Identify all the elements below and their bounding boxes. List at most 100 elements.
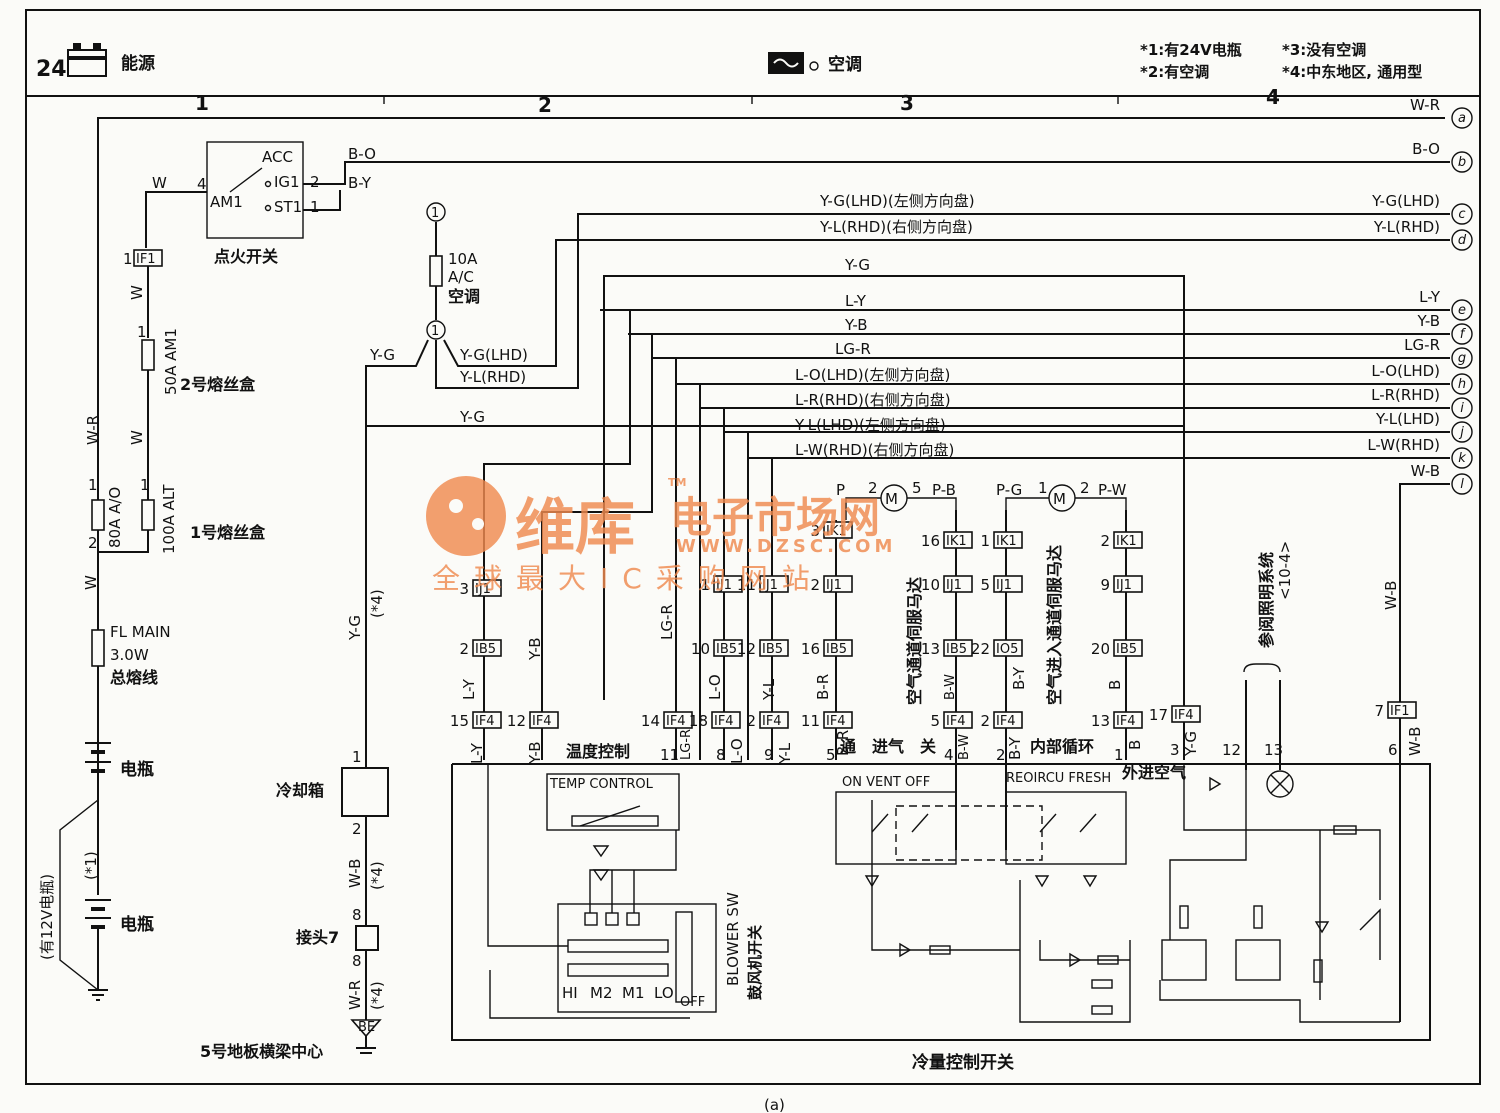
svg-text:电子市场网: 电子市场网 <box>670 493 880 542</box>
junction-7 <box>355 925 379 951</box>
svg-text:Y-L: Y-L <box>760 678 778 701</box>
svg-text:(*4): (*4) <box>368 861 386 890</box>
svg-text:W: W <box>82 575 100 590</box>
temp-control-label-cn: 温度控制 <box>565 742 630 761</box>
intake-servo-label: 空气进入通道伺服马达 <box>1045 545 1064 705</box>
svg-text:W-R: W-R <box>346 980 364 1010</box>
column-1: 1 <box>195 91 209 115</box>
svg-text:M: M <box>1053 490 1066 508</box>
right-wire-refs: W-RaB-ObY-G(LHD)cY-L(RHD)dL-YeY-BfLG-RgL… <box>600 96 1473 700</box>
svg-text:P-G: P-G <box>996 481 1022 499</box>
svg-text:W-B: W-B <box>1382 581 1400 610</box>
column-3: 3 <box>900 91 914 115</box>
resistors <box>929 825 1357 1015</box>
svg-text:1: 1 <box>1114 746 1124 764</box>
cooler-path: Y-G Y-G (*4) 1 冷却箱 2 W-B (*4) 8 接头7 8 W-… <box>200 408 1184 1061</box>
svg-text:L-O(LHD)(左侧方向盘): L-O(LHD)(左侧方向盘) <box>795 366 950 384</box>
svg-text:5: 5 <box>912 479 922 497</box>
svg-text:1: 1 <box>1038 479 1048 497</box>
connector-pin: 7 <box>1374 702 1384 720</box>
ignition-switch <box>206 141 304 239</box>
wire-ref-c: Y-G(LHD)c <box>1371 192 1473 225</box>
connector-code: IF4 <box>1116 714 1136 729</box>
blower-switch-label-en: BLOWER SW <box>724 892 742 986</box>
svg-text:Y-B: Y-B <box>526 741 544 765</box>
svg-text:FL MAIN: FL MAIN <box>110 623 171 641</box>
watermark-logo-icon <box>426 476 506 556</box>
ground-be-label: 5号地板横梁中心 <box>200 1042 323 1061</box>
svg-text:80A A/O: 80A A/O <box>106 487 124 548</box>
ac-control-panel: 温度控制 TEMP CONTROL 通 进气 关 ON VENT OFF 内部循… <box>451 737 1431 1073</box>
svg-text:IF1: IF1 <box>136 252 156 267</box>
connector-code: IJ1 <box>1116 578 1132 593</box>
wire-ref-k: L-W(RHD)k <box>1367 436 1473 469</box>
svg-text:P: P <box>836 481 845 499</box>
wire-ref-letter: g <box>1458 351 1466 366</box>
connector-code: IF4 <box>996 714 1016 729</box>
svg-text:3.0W: 3.0W <box>110 646 149 664</box>
svg-text:总熔线: 总熔线 <box>110 668 158 687</box>
svg-text:(*1): (*1) <box>82 851 100 880</box>
connector-pin: 11 <box>737 576 756 594</box>
servo-motors: M P 2 5 P-B 空气通道伺服马达 M P-G 1 2 P-W 空气进入通… <box>836 479 1127 705</box>
recirc-label-cn: 内部循环 <box>1030 737 1094 756</box>
battery-1-label: 电瓶 <box>120 759 154 780</box>
svg-text:2: 2 <box>352 820 362 838</box>
vent-servo-label: 空气通道伺服马达 <box>905 577 924 705</box>
wire-ref-circle <box>1451 229 1473 251</box>
svg-text:W-B: W-B <box>346 859 364 888</box>
svg-text:TM: TM <box>668 476 686 489</box>
blower-switch-label-cn: 鼓风机开关 <box>746 925 764 1000</box>
wire-ref-label: Y-L(RHD) <box>1373 218 1440 236</box>
svg-text:LG-R: LG-R <box>658 604 676 640</box>
ac-fuse-section: 1 10A A/C 空调 1 Y-G Y-G(LHD) Y-L(RHD) <box>365 202 1450 770</box>
wire-ref-label: Y-B <box>1416 312 1440 330</box>
wire-ref-circle <box>1451 473 1473 495</box>
indicator-lamp <box>1266 770 1294 798</box>
svg-text:ST1: ST1 <box>274 198 302 216</box>
wire-ref-label: L-O(LHD) <box>1371 362 1440 380</box>
svg-text:B: B <box>1106 680 1124 690</box>
battery-2 <box>85 899 111 929</box>
svg-text:8: 8 <box>716 746 726 764</box>
connector-pin: 3 <box>459 580 469 598</box>
wire-ref-circle <box>1451 323 1473 345</box>
blower-switch[interactable] <box>557 903 717 1013</box>
svg-text:(有12V电瓶): (有12V电瓶) <box>38 874 56 960</box>
wire-ref-circle <box>1451 397 1473 419</box>
svg-text:12: 12 <box>1222 741 1241 759</box>
figure-caption: (a) <box>764 1096 785 1113</box>
recirc-switch-box <box>1005 791 1127 865</box>
svg-text:Y-G(LHD)(左侧方向盘): Y-G(LHD)(左侧方向盘) <box>819 192 975 210</box>
connector-pin: 18 <box>689 712 708 730</box>
battery-2-label: 电瓶 <box>120 914 154 935</box>
wire-ref-g: LG-Rg <box>1404 336 1473 369</box>
ground-symbol-battery <box>88 989 108 1001</box>
vertical-feeders: L-Y Y-B LG-R L-O Y-L B-R B-W B-Y B W-B <box>460 334 1401 1022</box>
svg-text:W: W <box>128 285 146 300</box>
connector-code: IJ1 <box>475 582 491 597</box>
wire-ref-letter: i <box>1460 401 1464 416</box>
connector-pin: 13 <box>1091 712 1110 730</box>
wire-ref-circle <box>1451 107 1473 129</box>
fuse-100a-alt <box>141 499 155 531</box>
connector-code: IB5 <box>475 642 496 657</box>
svg-text:50A AM1: 50A AM1 <box>162 328 180 395</box>
svg-text:Y-G: Y-G <box>459 408 485 426</box>
connector-blocks: IJ13IB52IJ11IB510IJ111IB512IK13IJ12IB516… <box>450 521 1417 730</box>
connector-pin: 13 <box>921 640 940 658</box>
svg-text:(*4): (*4) <box>368 981 386 1010</box>
wire-ref-letter: b <box>1458 155 1466 170</box>
connector-code: IB5 <box>826 642 847 657</box>
mid-wire-labels: Y-G(LHD)(左侧方向盘) Y-L(RHD)(右侧方向盘) Y-G L-Y … <box>483 192 1185 700</box>
system-left-label: 能源 <box>121 53 155 74</box>
wire-ref-f: Y-Bf <box>1416 312 1473 345</box>
